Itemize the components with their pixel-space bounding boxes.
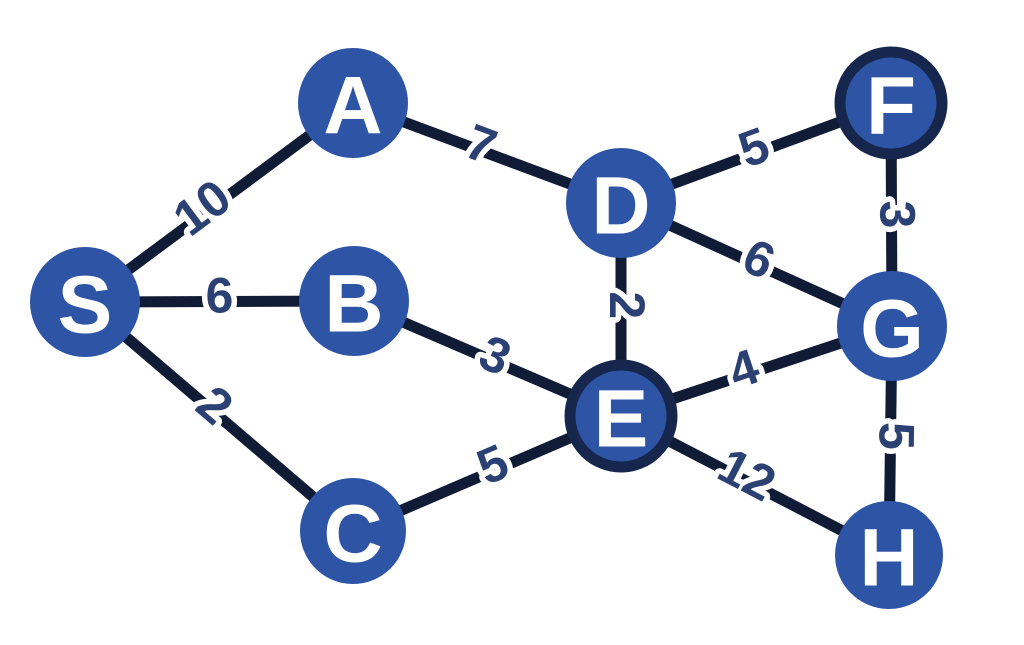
- node-label-E: E: [594, 374, 649, 465]
- node-E: [564, 359, 678, 473]
- edge-weight-F-G: 3: [869, 200, 925, 228]
- edge-S-A: [79, 97, 359, 308]
- node-label-A: A: [323, 61, 382, 152]
- nodes-layer: S A B C D E F G H: [30, 46, 948, 609]
- node-D: [566, 148, 676, 258]
- node-H: [835, 501, 943, 609]
- node-F: [834, 46, 948, 160]
- node-C: [300, 478, 406, 584]
- node-A: [298, 48, 408, 158]
- node-label-S: S: [58, 260, 113, 351]
- edge-weight-G-H: 5: [868, 422, 924, 451]
- node-label-F: F: [866, 61, 916, 152]
- node-label-B: B: [324, 259, 383, 350]
- node-B: [299, 246, 409, 356]
- node-label-H: H: [859, 513, 918, 604]
- edge-S-C: [79, 296, 359, 537]
- node-G: [837, 271, 947, 381]
- edge-weight-D-E: 2: [599, 291, 655, 319]
- edge-weight-S-B: 6: [205, 267, 233, 323]
- node-label-G: G: [860, 284, 924, 375]
- node-S: [30, 247, 140, 357]
- node-label-C: C: [323, 489, 382, 580]
- node-label-D: D: [591, 161, 650, 252]
